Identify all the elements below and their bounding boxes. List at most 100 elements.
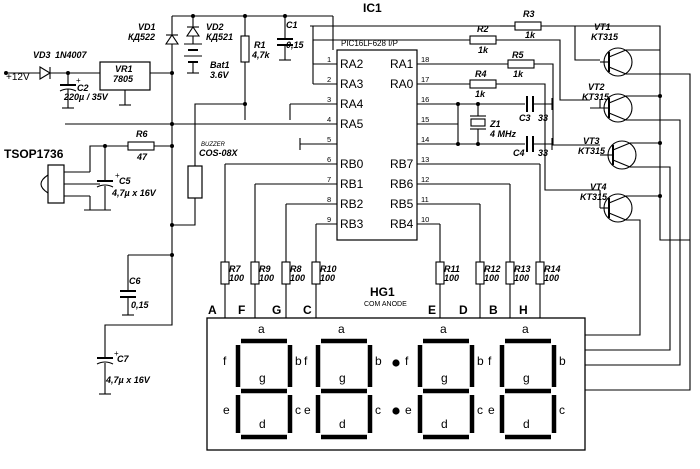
- d2-seg-b: b: [375, 354, 382, 368]
- r14-name: R14: [544, 264, 561, 274]
- r2-name: R2: [477, 24, 489, 34]
- vt4-value: KT315: [580, 192, 608, 202]
- colon-dot-upper: [392, 359, 400, 367]
- transistor-vt4: VT4 KT315: [580, 182, 633, 223]
- r7-value: 100: [229, 273, 244, 283]
- r5-value: 1k: [513, 69, 524, 79]
- r6-value: 47: [136, 152, 148, 162]
- buzzer-name: BUZZER: [201, 142, 226, 148]
- r4-value: 1k: [475, 89, 486, 99]
- crystal-z1: Z1 4 MHz: [456, 102, 525, 146]
- d1-seg-e: e: [223, 403, 230, 417]
- pin-num-13: 13: [421, 155, 429, 164]
- vt2-value: KT315: [582, 92, 610, 102]
- vt1-name: VT1: [594, 22, 611, 32]
- buzzer-value: COS-08X: [199, 148, 239, 158]
- pin-num-4: 4: [327, 115, 331, 124]
- seg-input-e: E: [428, 303, 436, 317]
- resistor-r8: R8 100: [281, 204, 305, 318]
- d1-seg-d: d: [259, 417, 266, 431]
- resistor-r9: R9 100: [250, 184, 274, 318]
- pin-label-rb3: RB3: [340, 217, 364, 231]
- pin-num-9: 9: [327, 215, 331, 224]
- d2-seg-d: d: [339, 417, 346, 431]
- d4-seg-f: f: [488, 354, 492, 368]
- c7-value: 4,7µ x 16V: [105, 375, 151, 385]
- resistor-r12: R12 100: [475, 204, 501, 318]
- c2-name: C2: [77, 83, 89, 93]
- resistor-r4: R4 1k: [469, 69, 600, 191]
- r1-name: R1: [254, 40, 266, 50]
- pin-label-ra4: RA4: [340, 97, 364, 111]
- transistor-vt3: VT3 KT315: [578, 136, 637, 170]
- bat1-name: Bat1: [210, 60, 230, 70]
- resistor-r6: R6 47: [127, 129, 155, 162]
- c6-value: 0,15: [131, 300, 150, 310]
- z1-name: Z1: [489, 119, 501, 129]
- digit-1: a f b g e c d: [223, 322, 302, 440]
- vd2-value: КД521: [206, 32, 233, 42]
- digit-4: a f b g e c d: [488, 322, 566, 440]
- d4-seg-g: g: [523, 371, 530, 385]
- c5-value: 4,7µ x 16V: [111, 188, 157, 198]
- seg-input-b: B: [489, 303, 498, 317]
- pin-label-rb6: RB6: [390, 177, 414, 191]
- vd1-value: КД522: [128, 32, 155, 42]
- c6-name: C6: [129, 276, 141, 286]
- d3-seg-e: e: [405, 403, 412, 417]
- pin-num-11: 11: [421, 195, 429, 204]
- capacitor-c7: + C7 4,7µ x 16V: [96, 295, 173, 395]
- pin-num-16: 16: [421, 95, 429, 104]
- r5-name: R5: [512, 50, 524, 60]
- d4-seg-e: e: [488, 403, 495, 417]
- d2-seg-c: c: [375, 403, 381, 417]
- d4-seg-a: a: [522, 322, 529, 336]
- vt3-name: VT3: [583, 136, 600, 146]
- pin-num-8: 8: [327, 195, 331, 204]
- resistor-r7: R7 100: [220, 164, 244, 318]
- c1-value: 0,15: [286, 40, 305, 50]
- resistor-r3: R3 1k: [500, 9, 600, 61]
- d2-seg-a: a: [338, 322, 345, 336]
- pin-num-18: 18: [421, 55, 429, 64]
- power-input-label: +12V: [6, 72, 30, 83]
- battery-bat1: Bat1 3.6V: [184, 43, 230, 80]
- svg-text:+: +: [114, 349, 119, 358]
- pin-label-ra3: RA3: [340, 77, 364, 91]
- resistor-r1: R1 4,7k: [240, 16, 271, 120]
- pin-num-14: 14: [421, 135, 429, 144]
- vd2-name: VD2: [206, 22, 224, 32]
- seg-input-g: G: [272, 303, 281, 317]
- r13-name: R13: [514, 264, 531, 274]
- pin-num-17: 17: [421, 75, 429, 84]
- svg-text:+: +: [76, 76, 81, 85]
- d3-seg-a: a: [440, 322, 447, 336]
- pin-num-7: 7: [327, 175, 331, 184]
- c1-name: C1: [286, 20, 298, 30]
- tsop-name: TSOP1736: [4, 147, 64, 161]
- d1-seg-g: g: [259, 371, 266, 385]
- c4-name: C4: [513, 148, 525, 158]
- pin-label-ra1: RA1: [390, 57, 414, 71]
- d4-seg-d: d: [523, 417, 530, 431]
- r2-value: 1k: [478, 45, 489, 55]
- buzzer: BUZZER COS-08X: [172, 103, 245, 226]
- display-hg1: HG1 COM ANODE A F G C E D B H a f b g e …: [206, 285, 586, 451]
- z1-value: 4 MHz: [489, 129, 517, 139]
- r9-name: R9: [259, 264, 271, 274]
- resistor-r5: R5 1k: [465, 50, 600, 146]
- power-input: +12V: [4, 71, 40, 83]
- resistor-r14: R14 100: [535, 164, 561, 318]
- d4-seg-b: b: [559, 354, 566, 368]
- pin-num-12: 12: [421, 175, 429, 184]
- hg1-name: HG1: [370, 285, 395, 299]
- d2-seg-e: e: [304, 403, 311, 417]
- pin-label-rb0: RB0: [340, 157, 364, 171]
- pin-label-rb5: RB5: [390, 197, 414, 211]
- c3-value: 33: [538, 113, 548, 123]
- c5-name: C5: [119, 176, 131, 186]
- pin-num-3: 3: [327, 95, 331, 104]
- resistor-r10: R10 100: [311, 224, 337, 318]
- vd1-name: VD1: [138, 22, 156, 32]
- seg-input-c: C: [303, 303, 312, 317]
